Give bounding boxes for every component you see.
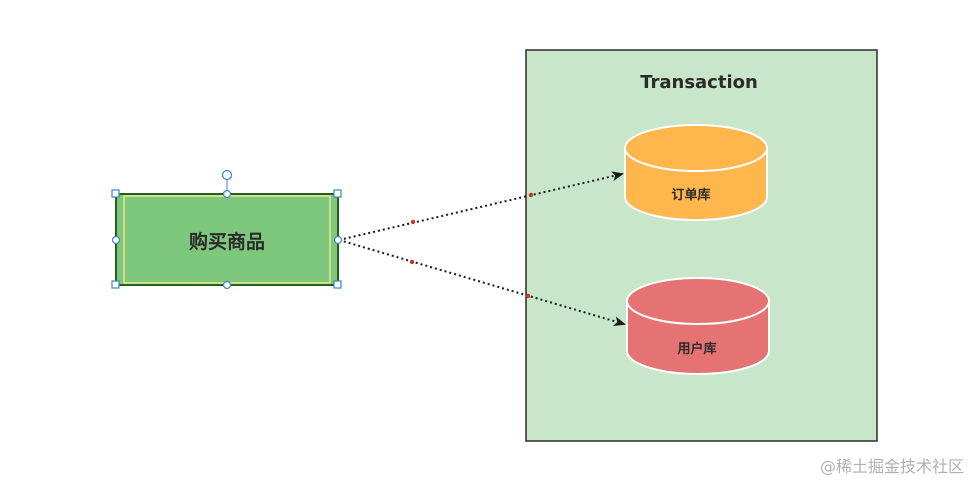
order-database-top[interactable] — [624, 124, 768, 172]
transaction-container[interactable]: Transaction — [525, 49, 878, 442]
watermark-text: @稀土掘金技术社区 — [820, 457, 964, 476]
resize-handle-bottom[interactable] — [222, 280, 232, 290]
user-database-label: 用户库 — [676, 341, 716, 357]
user-database-top[interactable] — [626, 277, 770, 325]
resize-handle-top-left[interactable] — [111, 189, 120, 198]
connector-to-order-database[interactable] — [338, 171, 624, 241]
connectors — [338, 171, 626, 326]
purchase-action-node[interactable]: 购买商品 — [115, 193, 339, 286]
resize-handle-right[interactable] — [333, 235, 343, 245]
connector-waypoint[interactable] — [410, 219, 416, 225]
transaction-box[interactable] — [525, 49, 878, 442]
resize-handle-top[interactable] — [222, 189, 232, 199]
purchase-action-label: 购买商品 — [189, 230, 265, 253]
resize-handle-bottom-right[interactable] — [333, 280, 342, 289]
connector-waypoint[interactable] — [525, 293, 531, 299]
order-database-label: 订单库 — [671, 187, 710, 203]
connector-waypoint[interactable] — [409, 259, 415, 265]
purchase-action-box[interactable] — [115, 193, 339, 286]
user-database[interactable]: 用户库 — [626, 277, 770, 375]
resize-handle-left[interactable] — [111, 235, 121, 245]
order-database[interactable]: 订单库 — [624, 124, 768, 221]
selection-handles — [111, 169, 343, 290]
connector-waypoint[interactable] — [528, 192, 534, 198]
transaction-title: Transaction — [640, 72, 758, 93]
rotation-handle[interactable] — [221, 169, 233, 181]
resize-handle-bottom-left[interactable] — [111, 280, 120, 289]
resize-handle-top-right[interactable] — [333, 189, 342, 198]
